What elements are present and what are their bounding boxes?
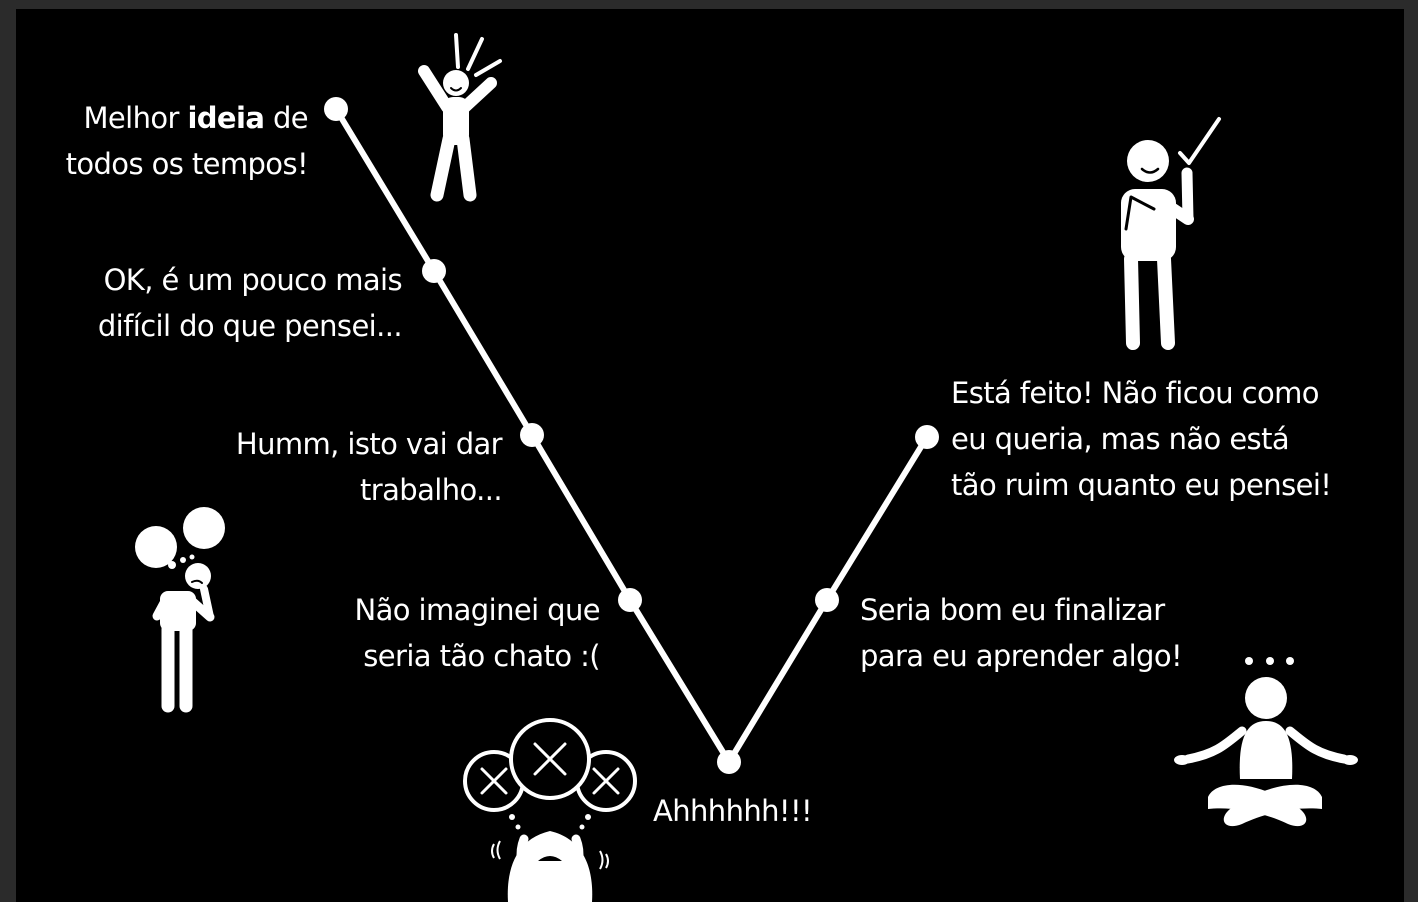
label-done-line3: tão ruim quanto eu pensei! <box>951 468 1332 502</box>
label-best-idea: Melhor ideia de todos os tempos! <box>65 95 309 187</box>
curve-point-ok-harder <box>422 259 446 283</box>
label-not-imagined-line2: seria tão chato :( <box>363 639 600 673</box>
label-ok-harder: OK, é um pouco mais difícil do que pense… <box>97 257 403 349</box>
satisfied-person-icon <box>1121 117 1221 350</box>
label-humm-line1: Humm, isto vai dar <box>235 427 503 461</box>
excited-person-icon <box>418 33 502 202</box>
curve-point-best-idea <box>324 97 348 121</box>
label-ok-harder-line1: OK, é um pouco mais <box>103 263 403 297</box>
frustrated-person-icon <box>463 718 637 902</box>
window-scroll-edge <box>1404 9 1418 902</box>
label-should-finish: Seria bom eu finalizar para eu aprender … <box>860 587 1183 679</box>
label-not-imagined-line1: Não imaginei que <box>354 593 601 627</box>
label-should-finish-line2: para eu aprender algo! <box>860 639 1183 673</box>
meditating-person-icon <box>1174 657 1358 827</box>
curve-point-done <box>915 425 939 449</box>
curve-point-ahhh <box>717 750 741 774</box>
label-ahhh-line1: Ahhhhhh!!! <box>653 794 813 828</box>
label-ahhh: Ahhhhhh!!! <box>653 788 813 834</box>
label-humm-line2: trabalho... <box>360 473 503 507</box>
label-done: Está feito! Não ficou como eu queria, ma… <box>951 370 1332 508</box>
label-not-imagined: Não imaginei que seria tão chato :( <box>355 587 601 679</box>
label-humm: Humm, isto vai dar trabalho... <box>235 421 503 513</box>
curve-point-not-imagined <box>618 588 642 612</box>
curve-point-should-finish <box>815 588 839 612</box>
label-best-idea-line1: Melhor ideia de <box>83 101 308 135</box>
label-should-finish-line1: Seria bom eu finalizar <box>860 593 1165 627</box>
label-done-line1: Está feito! Não ficou como <box>951 376 1320 410</box>
diagram-canvas: Melhor ideia de todos os tempos! OK, é u… <box>16 9 1404 902</box>
label-best-idea-bold: ideia <box>187 101 265 135</box>
label-ok-harder-line2: difícil do que pensei... <box>97 309 403 343</box>
emotion-curve-diagram <box>135 33 1358 902</box>
label-best-idea-line2: todos os tempos! <box>65 147 309 181</box>
thinking-person-icon <box>135 507 225 713</box>
curve-point-humm <box>520 423 544 447</box>
label-done-line2: eu queria, mas não está <box>951 422 1290 456</box>
